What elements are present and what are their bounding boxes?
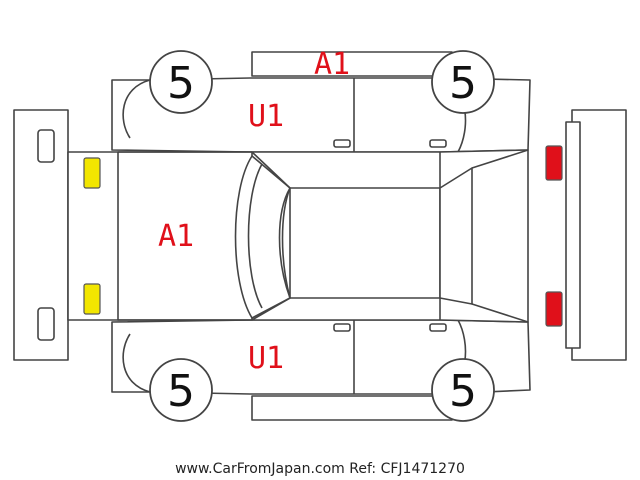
tire-rear-right-label: 5	[449, 366, 477, 417]
bottom-side-profile	[111, 319, 531, 421]
roof-rail-bottom	[251, 395, 453, 421]
roof-damage-label: A1	[314, 47, 350, 82]
top-side-profile	[111, 51, 531, 153]
rear-left-light	[545, 145, 563, 181]
tire-front-right: 5	[431, 50, 495, 114]
tire-front-left-label: 5	[167, 58, 195, 109]
roof-rail-top	[251, 51, 453, 77]
tire-rear-right: 5	[431, 358, 495, 422]
front-right-light	[83, 283, 101, 315]
left-front-door-damage-label: U1	[248, 99, 284, 134]
top-view-body	[67, 149, 529, 323]
source-watermark: www.CarFromJapan.com Ref: CFJ1471270	[175, 461, 465, 477]
tire-front-left: 5	[149, 50, 213, 114]
tire-front-right-label: 5	[449, 58, 477, 109]
hood-damage-label: A1	[158, 219, 194, 254]
front-left-light	[83, 157, 101, 189]
right-front-door-damage-label: U1	[248, 341, 284, 376]
front-bumper	[13, 109, 69, 361]
rear-bumper	[565, 109, 627, 361]
rear-right-light	[545, 291, 563, 327]
tire-rear-left-label: 5	[167, 366, 195, 417]
tire-rear-left: 5	[149, 358, 213, 422]
